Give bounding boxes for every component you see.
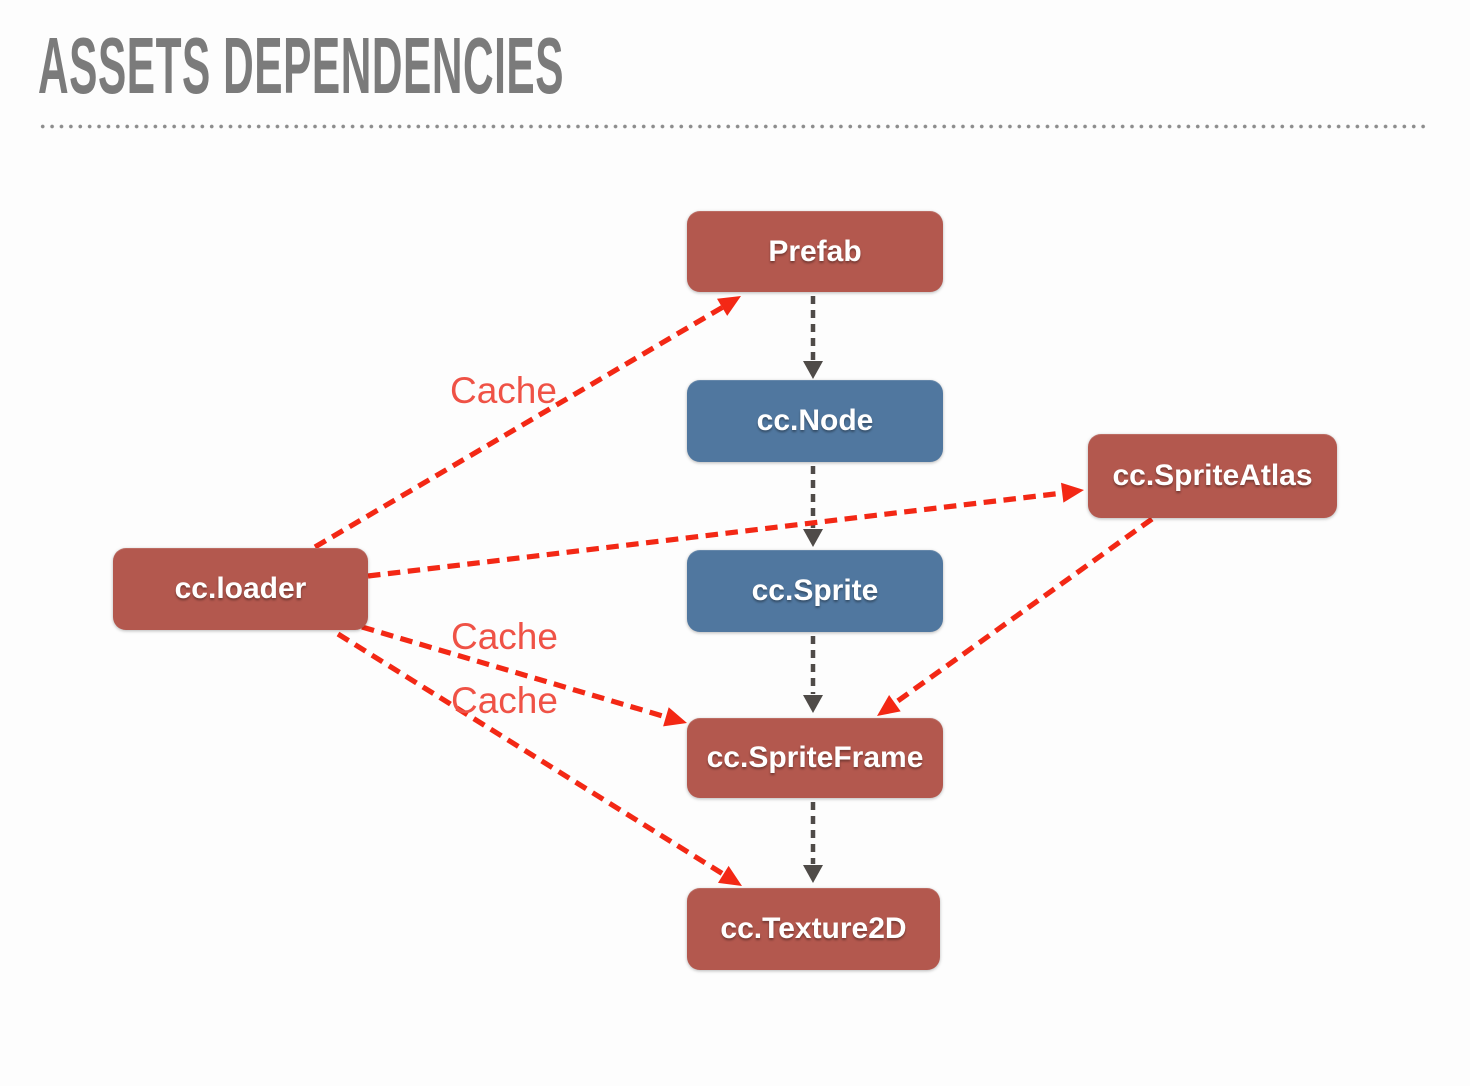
node-cc-sprite: cc.Sprite bbox=[687, 550, 943, 632]
edge-spriteframe-to-texture2d bbox=[803, 802, 823, 883]
node-cc-spriteatlas: cc.SpriteAtlas bbox=[1088, 434, 1337, 518]
node-cc-spriteframe: cc.SpriteFrame bbox=[687, 718, 943, 798]
node-cc-texture2d: cc.Texture2D bbox=[687, 888, 940, 970]
page-title: ASSETS DEPENDENCIES bbox=[38, 21, 565, 110]
node-prefab: Prefab bbox=[687, 211, 943, 292]
edge-label-cache-loader-prefab: Cache bbox=[450, 370, 557, 411]
edge-label-cache-loader-texture2d: Cache bbox=[451, 680, 558, 721]
edge-prefab-to-node bbox=[803, 296, 823, 379]
node-cc-loader-label: cc.loader bbox=[174, 572, 307, 605]
edge-spriteatlas-to-spriteframe bbox=[877, 516, 1154, 716]
node-cc-node: cc.Node bbox=[687, 380, 943, 462]
edge-sprite-to-spriteframe bbox=[803, 636, 823, 713]
node-prefab-label: Prefab bbox=[768, 234, 862, 268]
node-cc-sprite-label: cc.Sprite bbox=[751, 574, 879, 607]
node-cc-texture2d-label: cc.Texture2D bbox=[720, 912, 907, 945]
node-cc-loader: cc.loader bbox=[113, 548, 368, 630]
edge-loader-to-spriteatlas bbox=[367, 482, 1084, 579]
edge-loader-to-texture2d bbox=[336, 631, 742, 886]
edge-node-to-sprite bbox=[803, 466, 823, 547]
edge-label-cache-loader-spriteframe: Cache bbox=[451, 616, 558, 657]
dotted-separator bbox=[38, 124, 1430, 129]
node-cc-spriteframe-label: cc.SpriteFrame bbox=[706, 741, 924, 774]
edge-loader-to-spriteframe bbox=[361, 624, 687, 727]
node-cc-spriteatlas-label: cc.SpriteAtlas bbox=[1112, 459, 1313, 492]
node-cc-node-label: cc.Node bbox=[756, 404, 874, 437]
edge-loader-to-prefab bbox=[313, 296, 741, 550]
